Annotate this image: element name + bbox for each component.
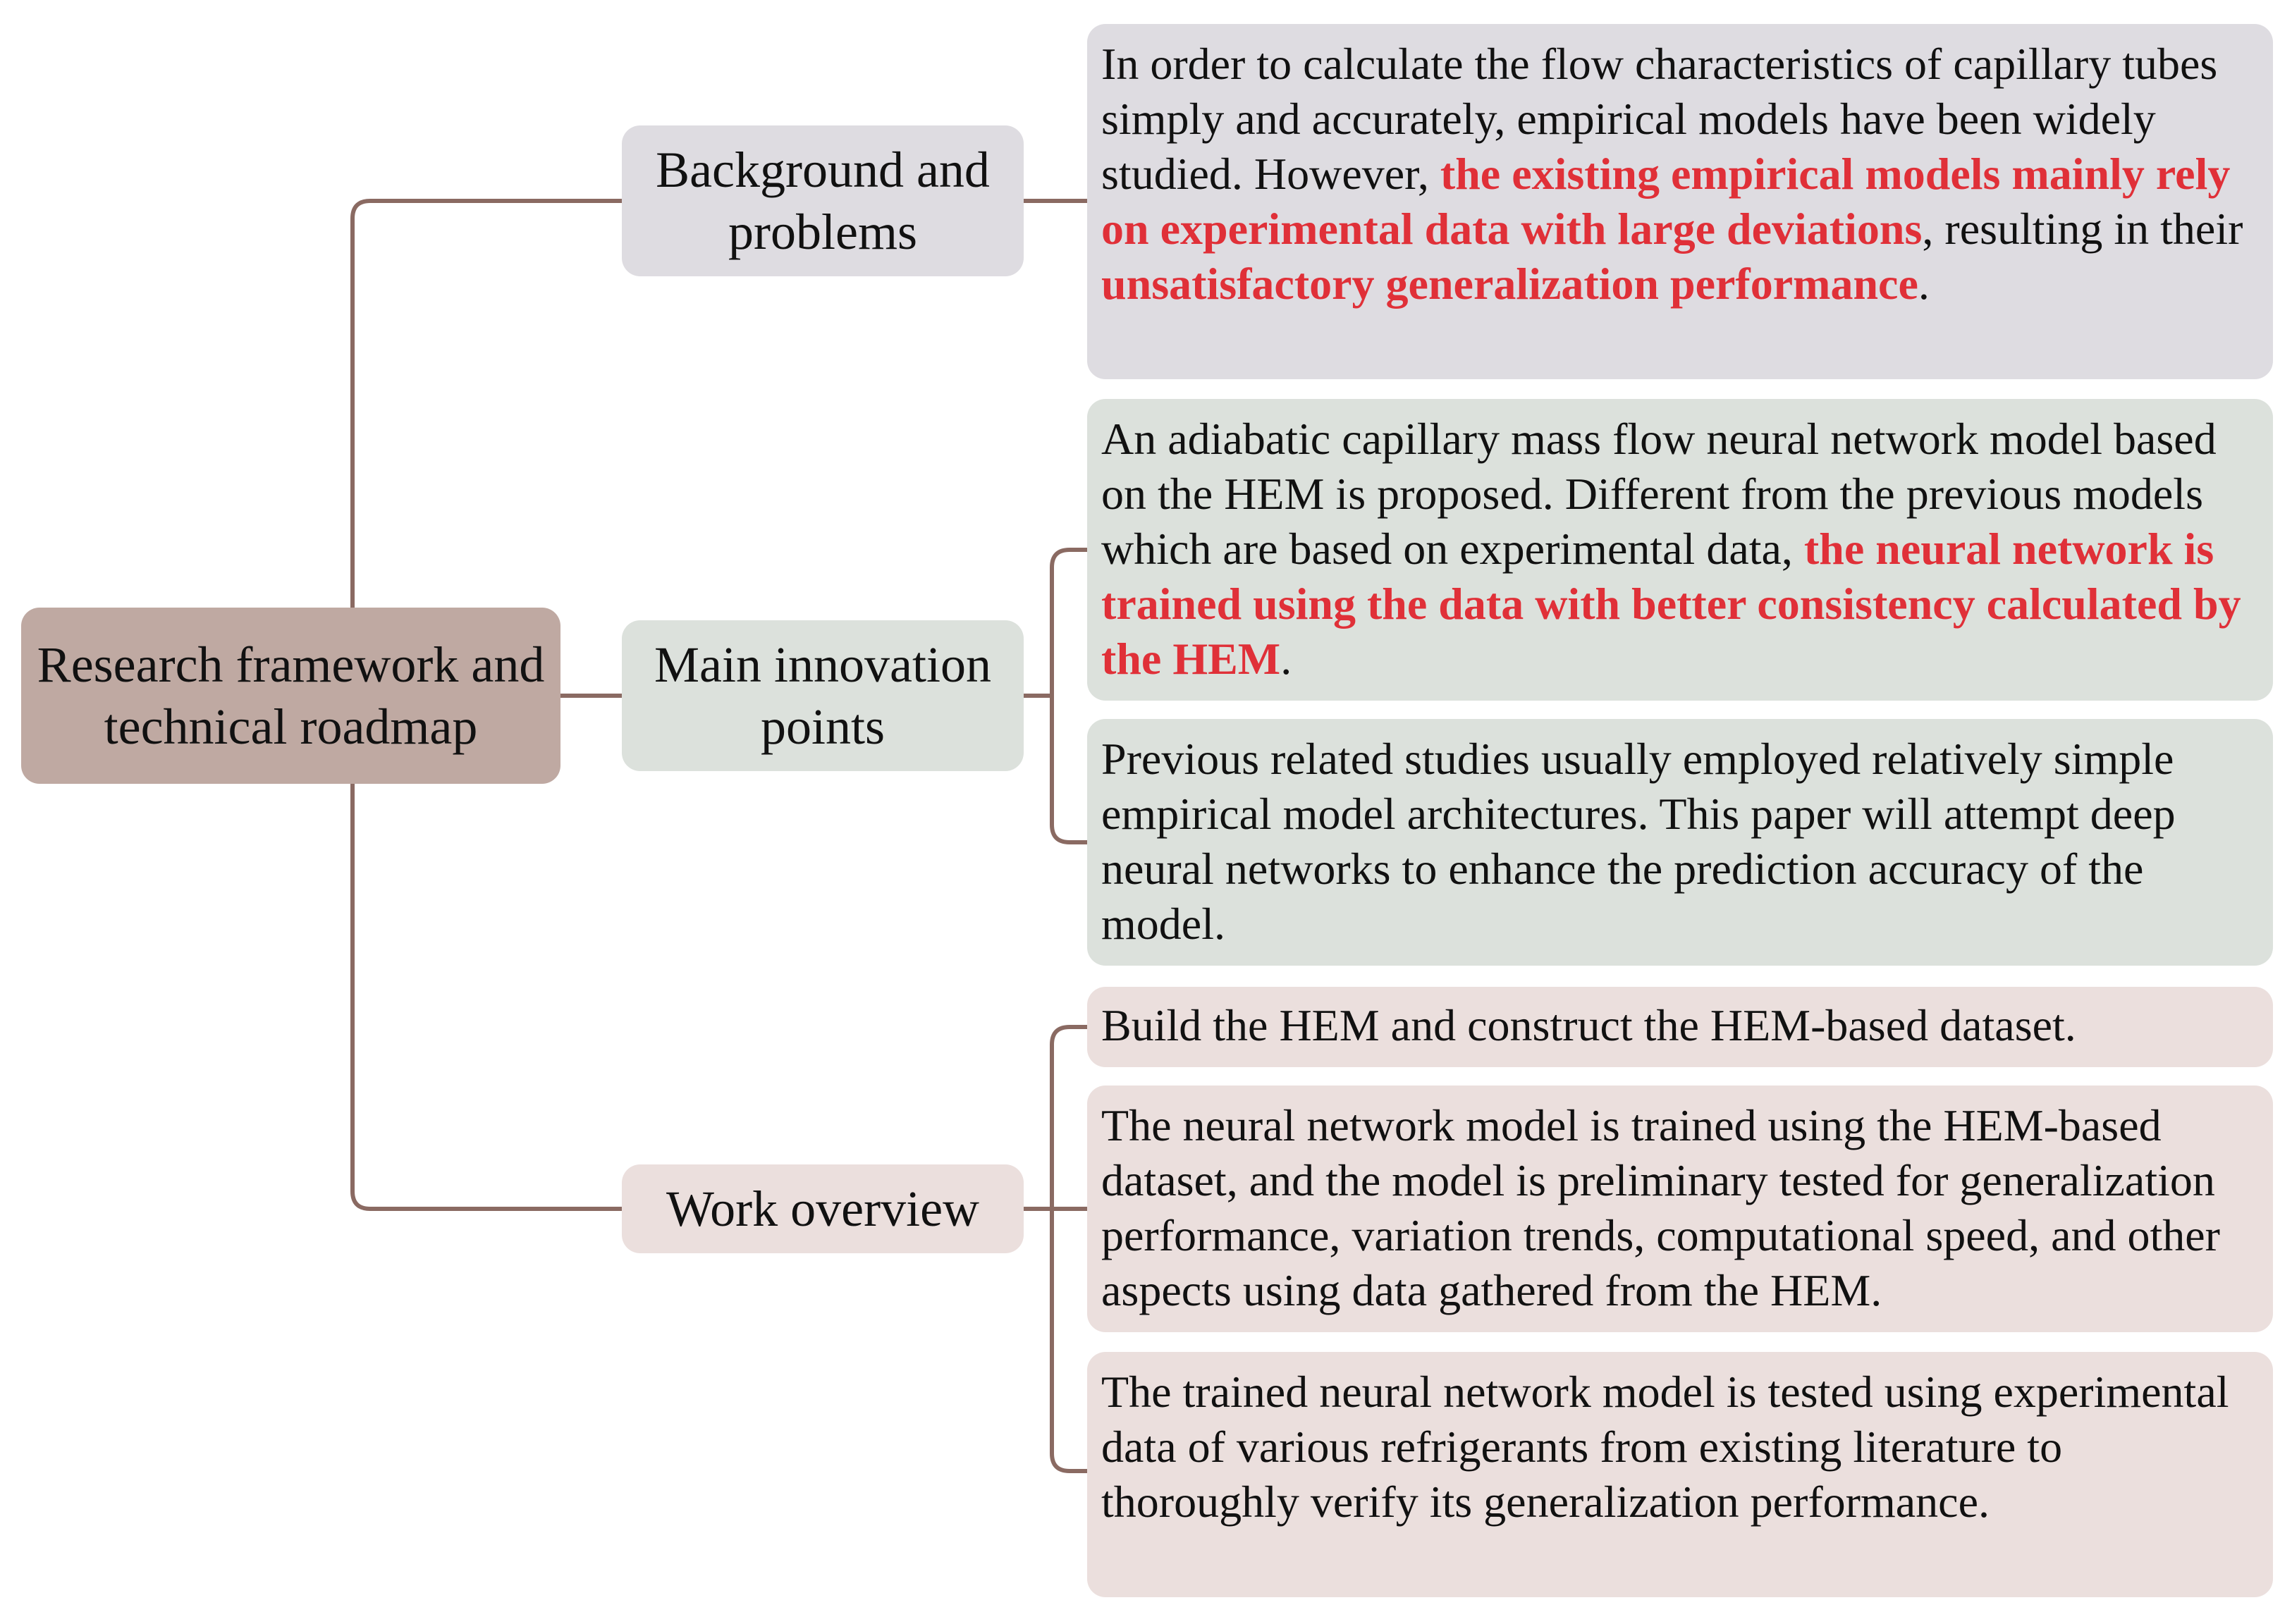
highlighted-text: unsatisfactory generalization performanc… [1101,259,1918,309]
connector-root-to-overview [350,784,622,1211]
branch-overview-label: Work overview [666,1181,980,1237]
highlighted-text: the neural network is trained using the … [1101,524,2241,684]
connector-innovation-bracket [1050,548,1087,844]
branch-background-label: Background and problems [656,142,990,260]
body-text: An adiabatic capillary mass flow neural … [1101,414,2217,574]
branch-innovation-label: Main innovation points [654,636,991,755]
branch-innovation-node: Main innovation points [622,620,1024,771]
connector-overview-bracket [1050,1025,1087,1473]
leaf-innovation-2: Previous related studies usually employe… [1087,719,2273,966]
body-text: The neural network model is trained usin… [1101,1100,2220,1315]
leaf-overview-1: Build the HEM and construct the HEM-base… [1087,987,2273,1067]
body-text: , resulting in their [1922,204,2243,254]
body-text: . [1280,634,1292,684]
body-text: Previous related studies usually employe… [1101,734,2176,949]
connector-root-to-background [350,199,622,608]
leaf-overview-2: The neural network model is trained usin… [1087,1085,2273,1332]
root-node: Research framework and technical roadmap [21,608,560,784]
leaf-innovation-1: An adiabatic capillary mass flow neural … [1087,399,2273,701]
leaf-background-1: In order to calculate the flow character… [1087,24,2273,379]
highlighted-text: the existing empirical models mainly rel… [1101,149,2231,254]
body-text: In order to calculate the flow character… [1101,39,2218,199]
body-text: The trained neural network model is test… [1101,1367,2229,1527]
body-text: . [1918,259,1930,309]
root-label: Research framework and technical roadmap [37,636,545,755]
branch-overview-node: Work overview [622,1164,1024,1253]
leaf-overview-3: The trained neural network model is test… [1087,1352,2273,1597]
branch-background-node: Background and problems [622,125,1024,276]
body-text: Build the HEM and construct the HEM-base… [1101,1000,2076,1050]
